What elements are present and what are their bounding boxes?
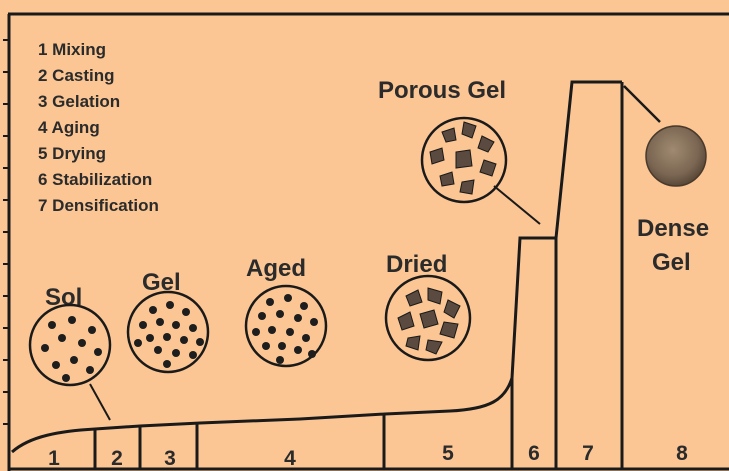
stage-number-5: 5 [442, 442, 454, 465]
legend: 1 Mixing 2 Casting 3 Gelation 4 Aging 5 … [38, 40, 159, 215]
label-dried: Dried [386, 251, 447, 278]
porous-gel-pointer [494, 186, 540, 224]
stage-number-7: 7 [582, 442, 594, 465]
porous-gel-circle [422, 118, 506, 202]
dense-gel-sphere [646, 126, 706, 186]
legend-item-mixing: 1 Mixing [38, 40, 106, 59]
stage-number-2: 2 [111, 447, 123, 470]
process-curve [12, 82, 622, 452]
stage-number-8: 8 [676, 442, 688, 465]
legend-item-aging: 4 Aging [38, 118, 100, 137]
legend-item-gelation: 3 Gelation [38, 92, 120, 111]
sol-particle-circle [30, 305, 110, 385]
stage-number-6: 6 [528, 442, 540, 465]
label-sol: Sol [45, 284, 82, 311]
label-porous-gel: Porous Gel [378, 77, 506, 104]
legend-item-casting: 2 Casting [38, 66, 115, 85]
stage-number-3: 3 [164, 447, 176, 470]
aged-network-circle [246, 286, 326, 366]
sol-pointer [90, 384, 110, 420]
stage-number-1: 1 [48, 447, 60, 470]
legend-item-densification: 7 Densification [38, 196, 159, 215]
gel-network-circle [128, 292, 208, 372]
label-dense: Dense [637, 215, 709, 242]
legend-item-drying: 5 Drying [38, 144, 106, 163]
label-dense-gel: Gel [652, 249, 691, 276]
stage-number-4: 4 [284, 447, 296, 470]
legend-item-stabilization: 6 Stabilization [38, 170, 152, 189]
label-aged: Aged [246, 255, 306, 282]
dried-fragments-circle [386, 276, 470, 360]
dense-gel-pointer [624, 86, 660, 122]
stage-numbers: 1 2 3 4 5 6 7 8 [48, 442, 688, 470]
